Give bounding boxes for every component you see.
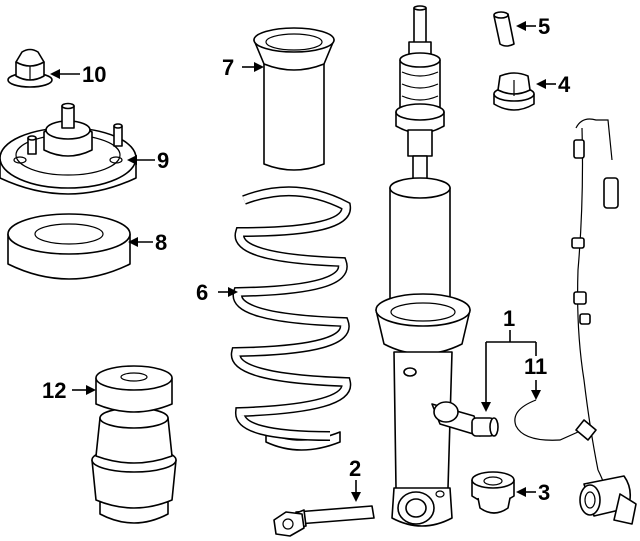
part-7-dust-boot bbox=[253, 27, 335, 171]
callout-10: 10 bbox=[82, 62, 106, 87]
callout-11-leader bbox=[531, 380, 541, 400]
callout-2-leader bbox=[351, 480, 361, 502]
part-10-nut bbox=[7, 48, 53, 88]
callout-3-leader bbox=[516, 487, 536, 497]
callout-8-leader bbox=[128, 237, 153, 247]
part-11-sensor-harness bbox=[514, 118, 637, 525]
part-8-insulator bbox=[7, 213, 131, 280]
part-9-upper-mount bbox=[0, 102, 137, 195]
part-2-bolt bbox=[273, 505, 375, 537]
callout-3: 3 bbox=[538, 480, 550, 505]
callout-1-leader bbox=[481, 330, 537, 412]
callout-10-leader bbox=[50, 69, 80, 79]
callout-9: 9 bbox=[157, 148, 169, 173]
callout-5: 5 bbox=[538, 14, 550, 39]
callout-6: 6 bbox=[196, 280, 208, 305]
callout-8: 8 bbox=[155, 230, 167, 255]
part-4-nut bbox=[493, 72, 535, 111]
callout-11: 11 bbox=[524, 354, 547, 379]
callout-5-leader bbox=[516, 21, 536, 31]
callout-9-leader bbox=[127, 155, 155, 165]
callout-6-leader bbox=[218, 287, 238, 297]
callout-7: 7 bbox=[222, 55, 234, 80]
callout-4: 4 bbox=[558, 72, 571, 97]
callout-4-leader bbox=[536, 79, 556, 89]
callout-12: 12 bbox=[42, 378, 66, 403]
callout-12-leader bbox=[72, 385, 96, 395]
part-12-bump-stop bbox=[91, 365, 177, 524]
callout-2: 2 bbox=[349, 456, 361, 481]
part-3-nut bbox=[471, 471, 515, 514]
part-6-coil-spring bbox=[230, 186, 352, 451]
callout-1: 1 bbox=[503, 306, 515, 331]
callout-7-leader bbox=[242, 62, 264, 72]
part-1-strut-assembly bbox=[375, 5, 499, 527]
part-5-sleeve bbox=[493, 11, 515, 47]
